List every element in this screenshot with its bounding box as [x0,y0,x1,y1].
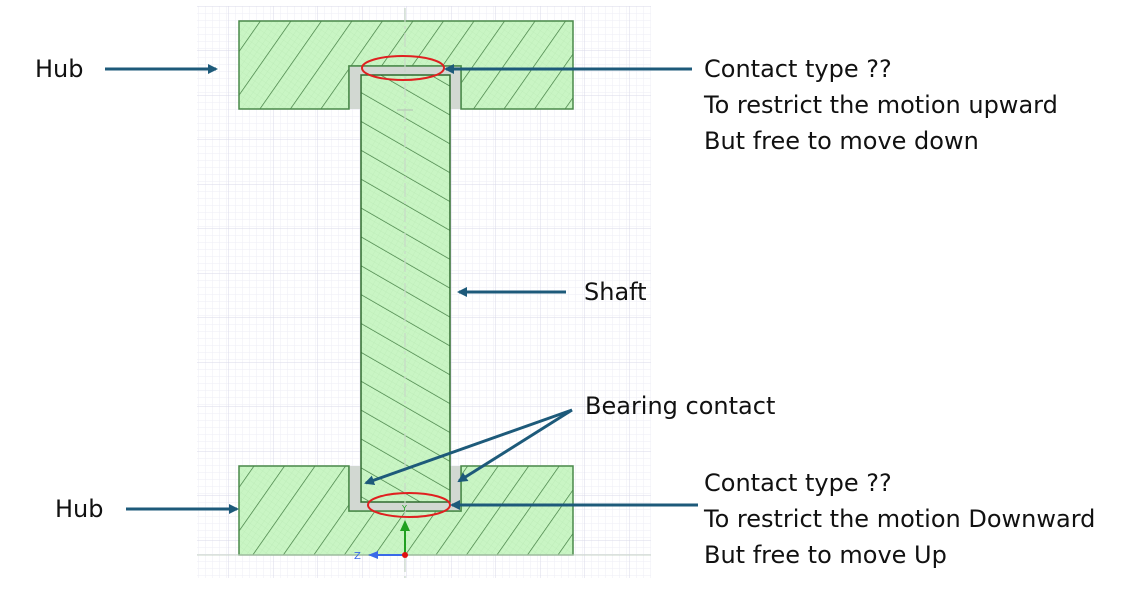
bearing-contact-label: Bearing contact [585,392,776,420]
top-note-line-2: To restrict the motion upward [704,91,1058,119]
bottom-contact-note: Contact type ?? To restrict the motion D… [704,465,1095,573]
hub-top-label: Hub [35,55,84,83]
top-note-line-1: Contact type ?? [704,55,892,83]
z-axis-arrowhead [368,551,378,559]
z-axis-label: Z [354,551,361,562]
top-contact-note: Contact type ?? To restrict the motion u… [704,51,1058,159]
bottom-note-line-2: To restrict the motion Downward [704,505,1096,533]
hub-bottom-label: Hub [55,495,104,523]
y-axis-arrowhead [400,520,410,531]
bottom-note-line-1: Contact type ?? [704,469,892,497]
y-axis-label: Y [401,504,407,513]
top-note-line-3: But free to move down [704,127,979,155]
origin-point-icon [402,552,408,558]
bearing-arrow-right [457,408,573,483]
bearing-arrow-left [364,408,573,486]
shaft-label: Shaft [584,278,647,306]
bottom-note-line-3: But free to move Up [704,541,947,569]
